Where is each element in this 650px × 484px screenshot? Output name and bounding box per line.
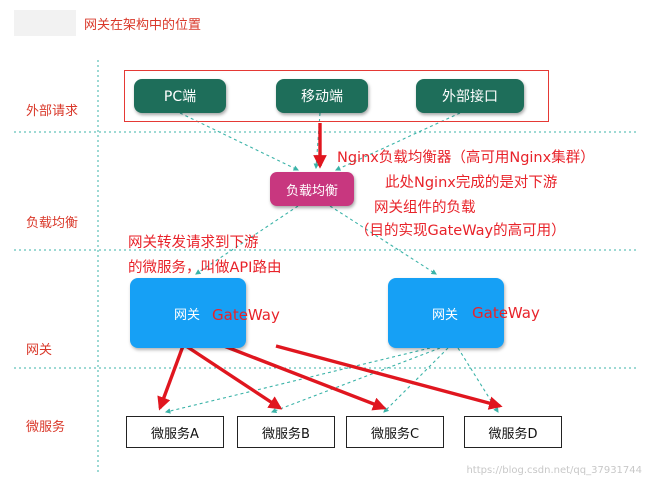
nginx-note-line: （目的实现GateWay的高可用） [355,223,566,239]
nginx-note-line: Nginx负载均衡器（高可用Nginx集群） [337,150,595,166]
connector-pc-lb [179,112,299,171]
gateway-note-line: 网关转发请求到下游 [128,235,259,251]
red-arrow-gw-a [157,345,185,411]
gateway-node-1: 网关 [130,278,246,348]
lane-label-services: 微服务 [26,420,66,435]
lane-label-load-balance: 负载均衡 [26,216,79,231]
client-external-api: 外部接口 [416,79,524,113]
lane-label-gateway: 网关 [26,343,53,358]
connector-gw2-b [270,347,441,414]
connector-api-lb [335,112,461,171]
gateway-note-line: 的微服务，叫做API路由 [128,260,282,276]
service-d: 微服务D [464,416,562,448]
red-arrow-gw-d [275,344,503,410]
client-pc: PC端 [134,79,226,113]
nginx-note-line: 网关组件的负载 [374,200,476,216]
connector-lb-gw2 [329,205,437,275]
gateway-label: 网关 [432,307,459,323]
nginx-note-line: 此处Nginx完成的是对下游 [385,175,558,191]
gateway-tag: GateWay [472,304,540,322]
service-a: 微服务A [126,416,224,448]
red-arrow-gw-b [185,344,283,410]
gateway-node-2: 网关 [388,278,504,348]
service-c: 微服务C [346,416,444,448]
load-balancer-node: 负载均衡 [270,172,354,206]
connector-lb-gw1 [195,205,299,275]
client-mobile: 移动端 [276,79,368,113]
page-title: 网关在架构中的位置 [84,18,202,33]
gateway-tag: GateWay [212,306,280,324]
client-group-frame [124,70,549,122]
red-arrow-gw-c [223,344,387,411]
service-b: 微服务B [237,416,335,448]
watermark: https://blog.csdn.net/qq_37931744 [466,465,642,476]
lane-label-clients: 外部请求 [26,104,79,119]
title-placeholder-box [14,10,76,36]
gateway-label: 网关 [174,307,201,323]
